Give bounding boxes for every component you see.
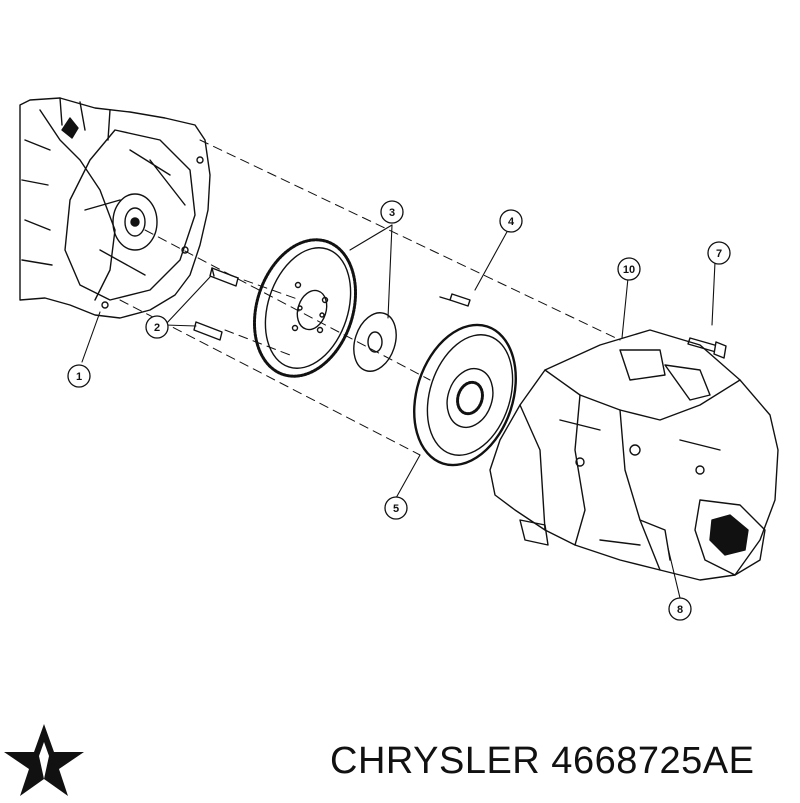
callout-4: 4 xyxy=(499,209,523,233)
callout-3-circle xyxy=(380,200,404,224)
alignment-lines xyxy=(119,139,621,456)
callout-8: 8 xyxy=(668,597,692,621)
callout-1: 1 xyxy=(67,364,91,388)
callout-8-circle xyxy=(668,597,692,621)
bolt-upper xyxy=(209,267,239,287)
callout-2-label: 2 xyxy=(154,322,160,334)
flex-plate xyxy=(353,312,397,372)
transmission xyxy=(489,329,779,581)
callout-4-circle xyxy=(499,209,523,233)
callout-3-label: 3 xyxy=(389,207,395,219)
callout-10-circle xyxy=(617,257,641,281)
callout-5-circle xyxy=(384,496,408,520)
callout-3: 3 xyxy=(380,200,404,224)
callout-10-label: 10 xyxy=(623,264,635,276)
callout-8-label: 8 xyxy=(677,604,683,616)
callout-2: 2 xyxy=(145,315,169,339)
callout-1-label: 1 xyxy=(76,371,82,383)
callout-7-label: 7 xyxy=(716,248,722,260)
engine-block xyxy=(19,97,211,319)
flywheel xyxy=(252,238,358,378)
chrysler-pentastar-icon xyxy=(2,722,86,798)
callout-group: 1 2 3 4 5 7 8 10 xyxy=(67,200,731,621)
leader-lines xyxy=(81,224,716,599)
part-number-label: CHRYSLER 4668725AE xyxy=(330,740,755,782)
callout-2-circle xyxy=(145,315,169,339)
bolt-4 xyxy=(439,293,471,307)
callout-10: 10 xyxy=(617,257,641,281)
bolt-7 xyxy=(687,337,727,359)
callout-4-label: 4 xyxy=(508,216,515,228)
callout-5-label: 5 xyxy=(393,503,399,515)
clutch-assembly xyxy=(413,323,517,467)
callout-7: 7 xyxy=(707,241,731,265)
callout-1-circle xyxy=(67,364,91,388)
callout-5: 5 xyxy=(384,496,408,520)
bolt-lower xyxy=(193,321,223,341)
callout-7-circle xyxy=(707,241,731,265)
